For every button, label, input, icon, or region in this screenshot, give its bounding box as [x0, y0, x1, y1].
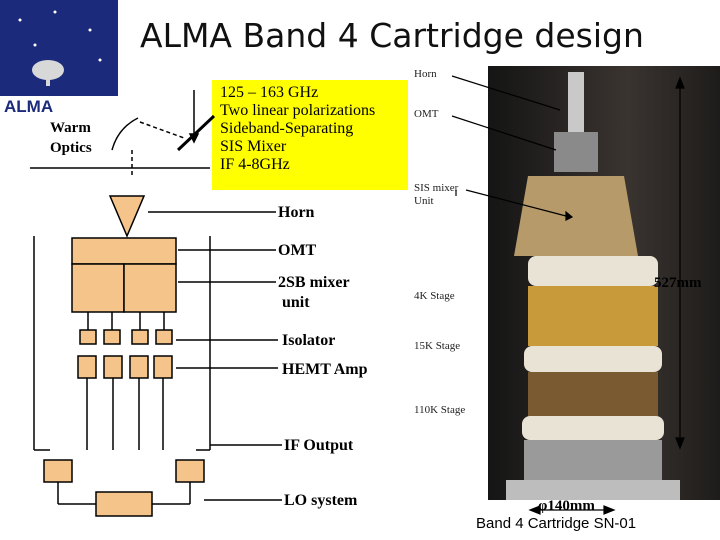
spec-polarization: Two linear polarizations [220, 102, 376, 119]
photo-label-sis-line2: Unit [414, 195, 434, 207]
flat-mirror [176, 114, 216, 152]
label-mixer-line2: unit [282, 294, 310, 311]
spec-box: 125 – 163 GHz Two linear polarizations S… [212, 80, 408, 190]
mixer-block-right [123, 263, 177, 313]
warm-optics-mirror [111, 117, 139, 151]
photo-label-15k: 15K Stage [414, 340, 461, 352]
logo-text: ALMA [4, 97, 53, 116]
page-title: ALMA Band 4 Cartridge design [140, 16, 644, 55]
omt-block [71, 237, 177, 265]
alma-logo: ALMA [0, 0, 118, 118]
photo-label-omt: OMT [414, 108, 439, 120]
photo-label-110k: 110K Stage [414, 404, 466, 416]
cartridge-photo [488, 66, 720, 500]
warm-optics-label: Warm Optics [50, 118, 92, 158]
spec-frequency: 125 – 163 GHz [220, 84, 319, 101]
label-omt: OMT [278, 242, 317, 259]
photo-label-horn: Horn [414, 68, 437, 80]
warm-optics-line2: Optics [50, 140, 92, 156]
diameter-dimension: φ140mm [538, 498, 595, 514]
label-if-output: IF Output [284, 437, 354, 454]
height-dimension: 527mm [654, 275, 702, 291]
label-horn: Horn [278, 204, 315, 221]
cartridge-illustration [506, 72, 680, 500]
spec-sideband: Sideband-Separating [220, 120, 354, 137]
warm-optics-line1: Warm [50, 120, 91, 136]
spec-if: IF 4-8GHz [220, 156, 290, 173]
label-hemt: HEMT Amp [282, 361, 368, 378]
label-isolator: Isolator [282, 332, 336, 349]
mixer-block-left [71, 263, 125, 313]
spec-mixer: SIS Mixer [220, 138, 287, 155]
photo-caption: Band 4 Cartridge SN-01 [476, 515, 637, 532]
lo-source-block [95, 491, 153, 517]
label-mixer-line1: 2SB mixer [278, 274, 350, 291]
schematic-diagram [30, 90, 282, 517]
label-lo-system: LO system [284, 492, 358, 509]
photo-label-4k: 4K Stage [414, 290, 455, 302]
photo-label-sis-line1: SIS mixer [414, 182, 459, 194]
horn-symbol [108, 195, 146, 238]
